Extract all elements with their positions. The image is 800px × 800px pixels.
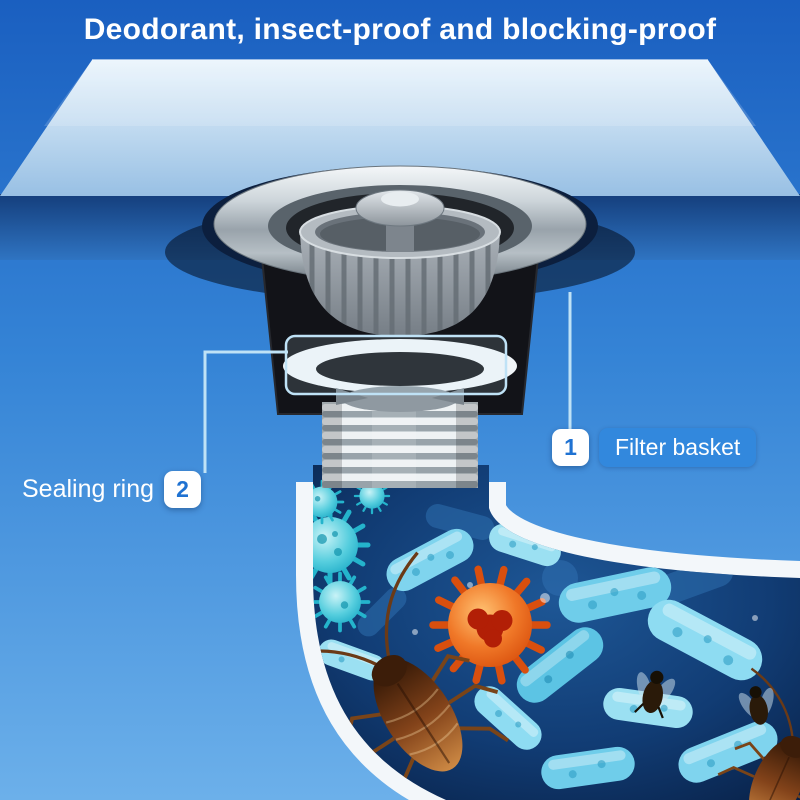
fly-icon — [634, 670, 676, 719]
bacteria-icon — [647, 599, 763, 681]
virus-icon — [313, 479, 345, 525]
bacteria-icon — [558, 567, 672, 623]
threaded-pipe — [322, 402, 478, 488]
fly-icon — [738, 686, 774, 725]
bacteria-icon — [474, 686, 542, 750]
callout-number-1: 1 — [552, 429, 589, 466]
callout-sealing-ring: Sealing ring 2 — [22, 471, 202, 508]
callout-number-2: 2 — [164, 471, 202, 508]
page-title: Deodorant, insect-proof and blocking-pro… — [83, 13, 717, 46]
virus-icon — [313, 571, 371, 633]
bacteria-icon — [678, 721, 778, 783]
cockroach-icon — [717, 667, 800, 800]
bacteria-icon — [516, 627, 604, 703]
filter-basket — [299, 189, 501, 336]
countertop — [0, 59, 800, 196]
basket-knob — [355, 189, 445, 252]
callout-label-filter-basket: Filter basket — [599, 428, 757, 467]
virus-icon — [313, 504, 371, 586]
sealing-ring — [283, 339, 517, 412]
callout-line-2 — [203, 350, 288, 473]
virus-orange-icon — [429, 565, 551, 685]
callout-filter-basket: 1 Filter basket — [552, 428, 757, 467]
sealing-ring-highlight-box — [284, 334, 508, 396]
callout-label-sealing-ring: Sealing ring — [22, 475, 155, 503]
bacteria-icon — [541, 746, 635, 790]
